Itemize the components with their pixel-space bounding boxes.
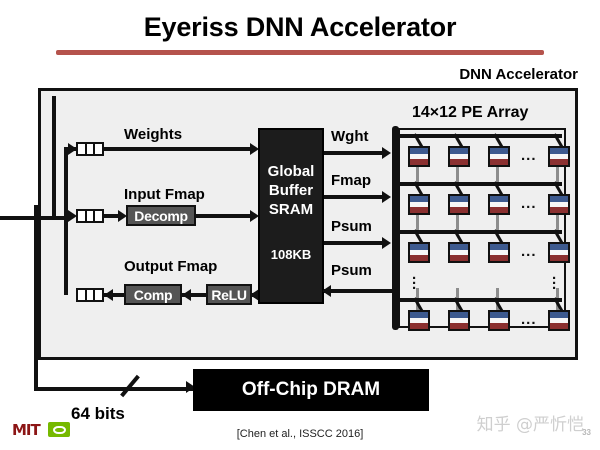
zhihu-watermark: 知乎 @严忻恺: [476, 415, 584, 435]
global-buffer-capacity: 108KB: [270, 247, 312, 262]
decomp-buffer-arrowhead: [250, 210, 259, 222]
input-fifo-to-decomp-wire: [104, 214, 124, 218]
decomp-arrowhead: [118, 210, 127, 222]
fmap-bus-wire: [324, 195, 386, 199]
weights-buffer-arrowhead: [250, 143, 259, 155]
wght-bus-arrowhead: [382, 147, 391, 159]
pe-array-vertical-bus: [392, 126, 399, 330]
comp-block-label: Comp: [133, 286, 173, 303]
pe-cell[interactable]: [448, 242, 470, 263]
output-fifo-down-wire: [64, 293, 68, 295]
mit-logo: MIT: [12, 421, 41, 439]
psum-out-bus-label: Psum: [331, 218, 372, 235]
relu-arrowhead: [250, 289, 259, 301]
pe-stem: [556, 167, 559, 184]
comp-arrowhead: [182, 289, 191, 301]
pe-cell[interactable]: [488, 242, 510, 263]
pe-array-title: 14×12 PE Array: [412, 104, 529, 121]
global-buffer-line2: Buffer: [268, 182, 314, 199]
weights-fifo-arrowhead: [68, 143, 77, 155]
title-underline-rule: [56, 50, 544, 55]
pe-stem: [416, 167, 419, 184]
internal-bus-left-vertical: [64, 147, 68, 295]
pe-row-ellipsis: ...: [521, 195, 537, 212]
psum-in-bus-label: Psum: [331, 262, 372, 279]
input-fifo-arrowhead: [68, 210, 77, 222]
wght-bus-wire: [324, 151, 386, 155]
fmap-bus-arrowhead: [382, 191, 391, 203]
pe-cell[interactable]: [448, 310, 470, 331]
fmap-bus-label: Fmap: [331, 172, 372, 189]
off-chip-dram-label: Off-Chip DRAM: [241, 379, 381, 400]
decomp-block-label: Decomp: [134, 207, 188, 224]
citation-text: [Chen et al., ISSCC 2016]: [236, 428, 364, 440]
pe-cell[interactable]: [548, 194, 570, 215]
nvidia-logo: [48, 422, 70, 437]
pe-stem: [456, 215, 459, 232]
dnn-accelerator-label: DNN Accelerator: [459, 66, 578, 83]
pe-array-container: [398, 128, 566, 328]
weights-fifo: [76, 142, 104, 156]
external-bus-dram-link: [136, 387, 194, 391]
decomp-to-buffer-wire: [196, 214, 254, 218]
pe-cell[interactable]: [408, 310, 430, 331]
wght-bus-label: Wght: [331, 128, 369, 145]
pe-stem: [496, 167, 499, 184]
dram-arrowhead: [186, 381, 195, 393]
pe-cell[interactable]: [408, 194, 430, 215]
input-fmap-fifo: [76, 209, 104, 223]
pe-row-bus-3: [398, 230, 562, 234]
bus-width-slash: [120, 374, 140, 398]
global-buffer-line1: Global: [267, 163, 315, 180]
psum-out-bus-wire: [324, 241, 386, 245]
relu-block-label: ReLU: [211, 286, 247, 303]
comp-to-fifo-wire: [104, 293, 126, 297]
pe-cell[interactable]: [548, 146, 570, 167]
pe-column-ellipsis: ...: [552, 266, 557, 293]
output-fmap-fifo: [76, 288, 104, 302]
pe-cell[interactable]: [448, 194, 470, 215]
pe-stem: [496, 215, 499, 232]
weights-label: Weights: [124, 126, 183, 143]
pe-row-ellipsis: ...: [521, 311, 537, 328]
relu-to-comp-wire: [182, 293, 208, 297]
relu-block[interactable]: ReLU: [206, 284, 252, 305]
pe-stem: [556, 215, 559, 232]
pe-row-bus-1: [398, 134, 562, 138]
pe-row-ellipsis: ...: [521, 243, 537, 260]
bus-width-label: 64 bits: [71, 404, 125, 423]
external-bus-in-horizontal: [0, 216, 66, 220]
pe-cell[interactable]: [488, 194, 510, 215]
output-fmap-label: Output Fmap: [124, 258, 218, 275]
weights-wire-post: [104, 147, 254, 151]
pe-cell[interactable]: [488, 146, 510, 167]
page-number: 33: [582, 428, 591, 437]
pe-row-bus-2: [398, 182, 562, 186]
output-fifo-arrowhead: [104, 289, 113, 301]
pe-row-ellipsis: ...: [521, 147, 537, 164]
external-bus-bottom-horizontal: [34, 387, 138, 391]
pe-cell[interactable]: [408, 146, 430, 167]
pe-cell[interactable]: [548, 242, 570, 263]
pe-cell[interactable]: [408, 242, 430, 263]
pe-row-bus-4: [398, 298, 562, 302]
psum-in-bus-arrowhead: [322, 285, 331, 297]
comp-block[interactable]: Comp: [124, 284, 182, 305]
global-buffer-line3: SRAM: [268, 201, 314, 218]
psum-in-bus-wire: [324, 289, 396, 293]
pe-stem: [416, 215, 419, 232]
pe-cell[interactable]: [488, 310, 510, 331]
off-chip-dram[interactable]: Off-Chip DRAM: [193, 369, 429, 411]
pe-cell[interactable]: [548, 310, 570, 331]
input-fmap-label: Input Fmap: [124, 186, 205, 203]
decomp-block[interactable]: Decomp: [126, 205, 196, 226]
external-bus-left-vertical: [34, 205, 38, 391]
page-title: Eyeriss DNN Accelerator: [143, 12, 457, 42]
pe-stem: [456, 167, 459, 184]
pe-cell[interactable]: [448, 146, 470, 167]
psum-out-bus-arrowhead: [382, 237, 391, 249]
pe-column-ellipsis: ...: [412, 266, 417, 293]
external-bus-in-riser: [52, 96, 56, 218]
global-buffer-sram[interactable]: Global Buffer SRAM 108KB: [258, 128, 324, 304]
